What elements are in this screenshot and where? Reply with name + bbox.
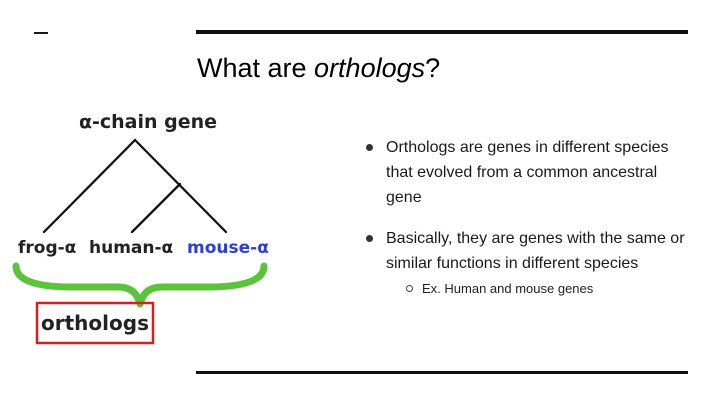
leaf-label-frog: frog-α xyxy=(18,238,76,258)
title-suffix: ? xyxy=(425,53,441,83)
footer-bottom-rule xyxy=(196,371,688,374)
orthologs-tree-diagram: α-chain gene frog-α human-α mouse-α orth… xyxy=(12,111,269,345)
branch-root-mouse xyxy=(133,138,228,234)
title-top-rule xyxy=(196,30,688,34)
tree-branches xyxy=(42,138,228,234)
bullet-item: Orthologs are genes in different species… xyxy=(366,135,696,210)
slide-title: What are orthologs? xyxy=(197,53,440,84)
orthologs-box-label: orthologs xyxy=(41,311,149,335)
leaf-label-human: human-α xyxy=(89,238,173,258)
branch-node-human xyxy=(130,182,182,234)
orthologs-box xyxy=(35,301,155,345)
bullet-dot-icon xyxy=(366,235,373,242)
title-prefix: What are xyxy=(197,53,315,83)
bullet-text: Basically, they are genes with the same … xyxy=(386,230,685,272)
bullet-text: Orthologs are genes in different species… xyxy=(386,139,669,206)
sub-bullet-ring-icon xyxy=(406,285,413,292)
title-emphasis: orthologs xyxy=(314,53,426,83)
bullet-list: Orthologs are genes in different species… xyxy=(366,135,696,314)
bullet-dot-icon xyxy=(366,144,373,151)
tree-root-label: α-chain gene xyxy=(79,111,217,133)
sub-bullet-text: Ex. Human and mouse genes xyxy=(422,281,594,296)
leaf-label-mouse: mouse-α xyxy=(187,238,269,258)
sub-bullet-item: Ex. Human and mouse genes xyxy=(386,280,696,298)
slide-dash-marker xyxy=(34,32,48,34)
branch-root-frog xyxy=(42,138,137,234)
grouping-brace xyxy=(12,262,268,308)
bullet-item: Basically, they are genes with the same … xyxy=(366,226,696,298)
